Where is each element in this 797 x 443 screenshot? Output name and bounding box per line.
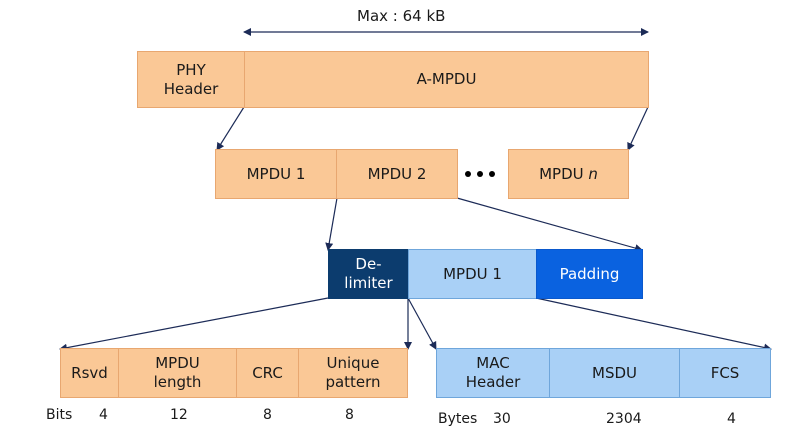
ampdu-box: A-MPDU [244,51,649,108]
fcs-bytes: 4 [727,411,736,427]
mpdu2-to-padding-line [456,197,643,252]
mpdu2-to-delimiter-line [325,197,338,251]
mpdu-n-prefix: MPDU [539,164,589,183]
mpdu-to-fcs-line [535,297,772,352]
rsvd-field: Rsvd [60,348,119,398]
padding-box: Padding [536,249,643,299]
bytes-label: Bytes [438,411,478,427]
crc-bits: 8 [263,407,272,423]
unique-pattern-field: Unique pattern [298,348,408,398]
unique-pattern-bits: 8 [345,407,354,423]
ellipsis-dot-1 [465,171,471,177]
fcs-field: FCS [679,348,771,398]
ampdu-to-mpdu1-line [216,106,245,151]
mac-header-bytes: 30 [493,411,511,427]
phy-header-box: PHY Header [137,51,245,108]
mpdu-n-italic: n [588,164,598,183]
mpdu-length-field: MPDU length [118,348,237,398]
rsvd-bits: 4 [99,407,108,423]
max-size-label: Max : 64 kB [357,7,446,25]
mac-header-field: MAC Header [436,348,550,398]
msdu-bytes: 2304 [606,411,642,427]
mpdu-length-bits: 12 [170,407,188,423]
delimiter-box: De- limiter [328,249,409,299]
mpdu-1-box: MPDU 1 [215,149,337,199]
crc-field: CRC [236,348,299,398]
ellipsis-dot-2 [477,171,483,177]
ampdu-to-mpdun-line [627,106,649,151]
mpdu-2-box: MPDU 2 [336,149,458,199]
bits-label: Bits [46,407,73,423]
delimiter-to-rsvd-line [59,297,329,352]
msdu-field: MSDU [549,348,680,398]
mpdu-n-box: MPDU n [508,149,629,199]
mpdu-to-macheader-line [407,297,437,350]
subframe-mpdu-box: MPDU 1 [408,249,537,299]
ellipsis-dot-3 [489,171,495,177]
